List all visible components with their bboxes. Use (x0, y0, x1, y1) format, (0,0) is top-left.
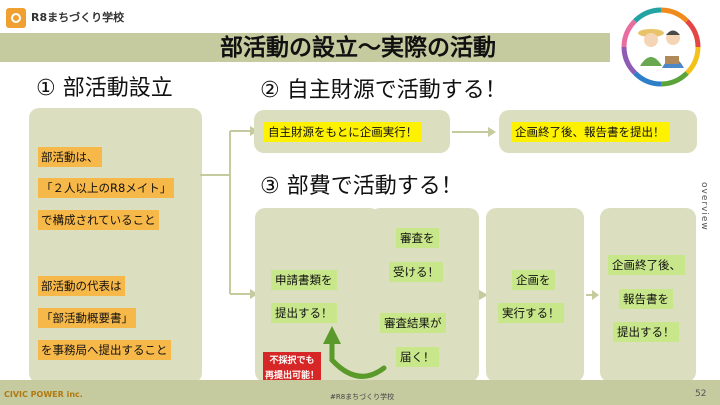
review-line-2: 受ける！ (389, 262, 443, 282)
section3-heading: ③ 部費で活動する！ (260, 174, 463, 199)
section1-line-3: で構成されていること (38, 210, 159, 230)
brand-logo: R8まちづくり学校 (6, 6, 136, 35)
title-band (0, 33, 610, 62)
section1-line-6: を事務局へ提出すること (38, 340, 171, 360)
reapply-line-1: 不採択でも (269, 356, 315, 366)
section1-line-1: 部活動は、 (38, 147, 102, 167)
report-line-1: 企画終了後、 (608, 255, 685, 275)
apply-line-1: 申請書類を (271, 270, 337, 290)
section1-line-4: 部活動の代表は (38, 276, 125, 296)
section1-box: 部活動は、 「２人以上のR8メイト」 で構成されていること 部活動の代表は 「部… (29, 108, 202, 383)
logo-mark-icon (6, 8, 26, 28)
reapply-line-2: 再提出可能！ (264, 371, 319, 381)
logo-text: R8まちづくり学校 (31, 11, 125, 24)
resubmit-curve-arrow-icon (323, 326, 387, 379)
report-line-2: 報告書を (619, 289, 673, 309)
footer-hashtag: #R8まちづくり学校 (330, 393, 395, 401)
execute-line-2: 実行する！ (498, 303, 564, 323)
page-title: 部活動の設立〜実際の活動 (220, 35, 496, 61)
arrow-right-icon (586, 290, 599, 300)
branch-connector (200, 126, 258, 299)
side-label: overview (699, 182, 709, 231)
review-line-3: 審査結果が (380, 313, 446, 333)
section1-line-5: 「部活動概要書」 (38, 308, 136, 328)
section1-line-2: 「２人以上のR8メイト」 (38, 178, 175, 198)
section3-box-review: 審査を 受ける！ 審査結果が 届く！ (370, 208, 479, 382)
section1-heading: ① 部活動設立 (36, 76, 173, 101)
section3-box-execute: 企画を 実行する！ (486, 208, 584, 382)
arrow-right-icon (452, 127, 496, 137)
people-emblem-icon (621, 7, 701, 87)
apply-line-2: 提出する！ (271, 303, 337, 323)
report-line-3: 提出する！ (613, 322, 679, 342)
section2-heading: ② 自主財源で活動する！ (260, 78, 507, 103)
execute-line-1: 企画を (512, 270, 555, 290)
section3-box-report: 企画終了後、 報告書を 提出する！ (600, 208, 696, 382)
section2-step1-box: 自主財源をもとに企画実行！ (254, 110, 450, 153)
review-line-4: 届く！ (396, 347, 439, 367)
page-number: 52 (695, 389, 707, 399)
review-line-1: 審査を (396, 228, 439, 248)
section2-step2-box: 企画終了後、報告書を提出！ (499, 110, 697, 153)
section2-step1-label: 自主財源をもとに企画実行！ (264, 122, 422, 142)
footer-band (0, 380, 720, 405)
company-name: CIVIC POWER inc. (4, 390, 83, 399)
section2-step2-label: 企画終了後、報告書を提出！ (511, 122, 669, 142)
arrow-right-icon (479, 290, 488, 300)
